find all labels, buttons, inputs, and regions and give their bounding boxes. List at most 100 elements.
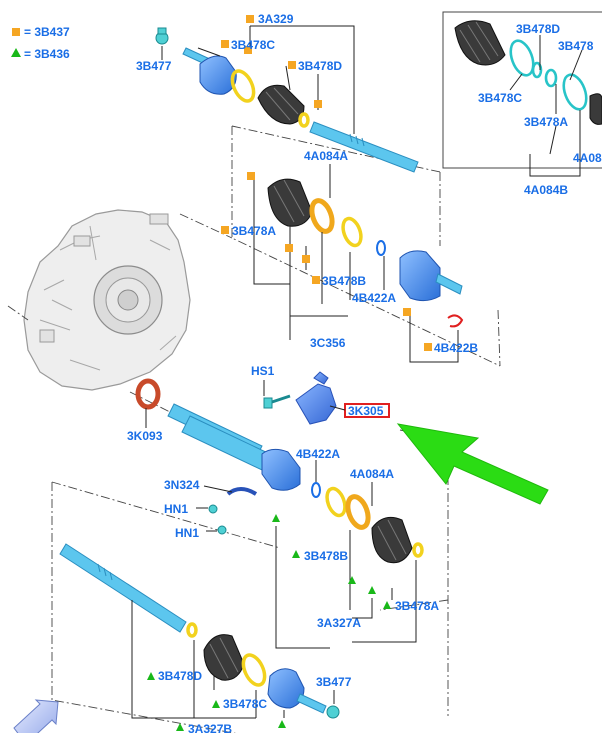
ring-4a084a-mid-icon [345, 494, 371, 530]
middle-assembly: 3K093 3K305 HS1 3N324 HN1 H [127, 364, 390, 540]
clip-3b478d-bot-icon [186, 622, 198, 638]
square-marker-icon [285, 244, 293, 252]
label-3k093: 3K093 [127, 429, 163, 443]
square-marker-icon [424, 343, 432, 351]
square-marker-icon [221, 226, 229, 234]
ring-4b422a-upper-icon [376, 240, 386, 256]
bracket-3k305-icon [295, 383, 337, 425]
inset-label-3b478a: 3B478A [524, 115, 568, 129]
square-marker-icon [302, 255, 310, 263]
label-4b422a-top: 4B422A [352, 291, 396, 305]
bearing-housing-icon [261, 448, 301, 491]
legend-square-icon [12, 28, 20, 36]
inset-panel: 3B478D 3B478 3B478C 3B478A 4A08 4A084B [442, 11, 602, 197]
boot-upper-icon [267, 178, 313, 227]
nut-hn1-a-icon [208, 504, 218, 514]
square-marker-icon [314, 100, 322, 108]
label-3b478b-top: 3B478B [322, 274, 366, 288]
square-marker-icon [247, 172, 255, 180]
boot-bottom-icon [203, 634, 245, 681]
label-hs1: HS1 [251, 364, 275, 378]
boot-top-icon [257, 84, 305, 125]
label-4a084a-mid: 4A084A [350, 467, 394, 481]
stub-upper-icon [435, 273, 463, 295]
label-3b478a-mid: 3B478A [395, 599, 439, 613]
cv-joint-upper-icon [399, 250, 441, 302]
ring-3b478c-top-icon [230, 69, 256, 103]
arrow-icon[interactable] [13, 699, 59, 733]
nut-hn1-b-icon [217, 525, 227, 535]
label-3c356: 3C356 [310, 336, 346, 350]
inset-label-4a08-partial: 4A08 [573, 151, 602, 165]
label-3b478b-mid: 3B478B [304, 549, 348, 563]
label-4b422a-mid: 4B422A [296, 447, 340, 461]
legend-triangle-icon [11, 48, 21, 57]
label-3b478a-top: 3B478A [232, 224, 276, 238]
inset-label-3b478d: 3B478D [516, 22, 560, 36]
transmission-housing-icon [23, 209, 191, 391]
ring-3b478b-mid-icon [325, 486, 347, 518]
label-hn1-b: HN1 [175, 526, 199, 540]
label-3b478d-bot: 3B478D [158, 669, 202, 683]
label-3b477-bot: 3B477 [316, 675, 352, 689]
triangle-marker-icon [292, 550, 300, 558]
label-3n324: 3N324 [164, 478, 200, 492]
seal-3k093-icon [135, 378, 161, 410]
label-3a329: 3A329 [258, 12, 294, 26]
upper-exploded-group: 4A084A 3B478A 3B478B 4B422A 4B422B 3C356 [221, 149, 478, 363]
stub-bottom-icon [296, 693, 327, 714]
square-marker-icon [246, 15, 254, 23]
label-3k305: 3K305 [348, 404, 384, 418]
shaft-3a329-icon [309, 121, 419, 173]
label-3b477-top: 3B477 [136, 59, 172, 73]
upper-shaft-assembly: 3A329 3B477 3B478C 3B478D [136, 12, 419, 173]
strap-3n324-icon [226, 487, 258, 496]
square-marker-icon [312, 276, 320, 284]
triangle-marker-icon [278, 720, 286, 728]
label-3b478c-top: 3B478C [231, 38, 275, 52]
inset-label-4a084b: 4A084B [524, 183, 568, 197]
clip-3b478d-top-icon [298, 112, 310, 128]
triangle-marker-icon [176, 723, 184, 731]
label-3a327b: 3A327B [188, 722, 232, 733]
legend-triangle-label: = 3B436 [24, 47, 70, 61]
ring-4b422a-mid-icon [311, 482, 321, 498]
square-marker-icon [403, 308, 411, 316]
square-marker-icon [221, 40, 229, 48]
square-marker-icon [244, 46, 252, 54]
shaft-3a327b-icon [59, 543, 187, 633]
inset-ring-small2-icon [544, 68, 558, 88]
label-4a084a-top: 4A084A [304, 149, 348, 163]
cv-joint-top-icon [199, 55, 237, 95]
pointer-arrow-icon [396, 423, 549, 505]
bolt-hs1-icon [263, 394, 291, 409]
triangle-marker-icon [348, 576, 356, 584]
ring-3b478c-bot-icon [241, 653, 267, 687]
label-3a327a: 3A327A [317, 616, 361, 630]
square-marker-icon [288, 61, 296, 69]
circlip-4b422b-icon [447, 314, 464, 328]
bottom-shaft-assembly: 3B478D 3B478C 3B477 3A327B [59, 543, 352, 733]
highlight-box-3k305 [344, 403, 390, 418]
bolt-3b477-top-icon [155, 27, 169, 45]
inset-ring-small-icon [531, 61, 543, 79]
boot-mid-icon [371, 516, 413, 564]
label-4b422b: 4B422B [434, 341, 478, 355]
inset-cv-icon [589, 93, 602, 125]
legend-square-label: = 3B437 [24, 25, 70, 39]
triangle-marker-icon [212, 700, 220, 708]
inset-label-3b478c: 3B478C [478, 91, 522, 105]
inset-ring-c-icon [509, 39, 535, 77]
triangle-marker-icon [368, 586, 376, 594]
triangle-marker-icon [147, 672, 155, 680]
ring-4a084a-upper-icon [309, 198, 335, 234]
label-hn1-a: HN1 [164, 502, 188, 516]
ring-3b478b-upper-icon [341, 216, 363, 248]
triangle-marker-icon [272, 514, 280, 522]
inset-label-3b478-partial: 3B478 [558, 39, 594, 53]
inset-ring-a-icon [562, 73, 588, 111]
bolt-3b477-bot-icon [326, 705, 340, 719]
triangle-marker-icon [383, 601, 391, 609]
label-3b478c-bot: 3B478C [223, 697, 267, 711]
